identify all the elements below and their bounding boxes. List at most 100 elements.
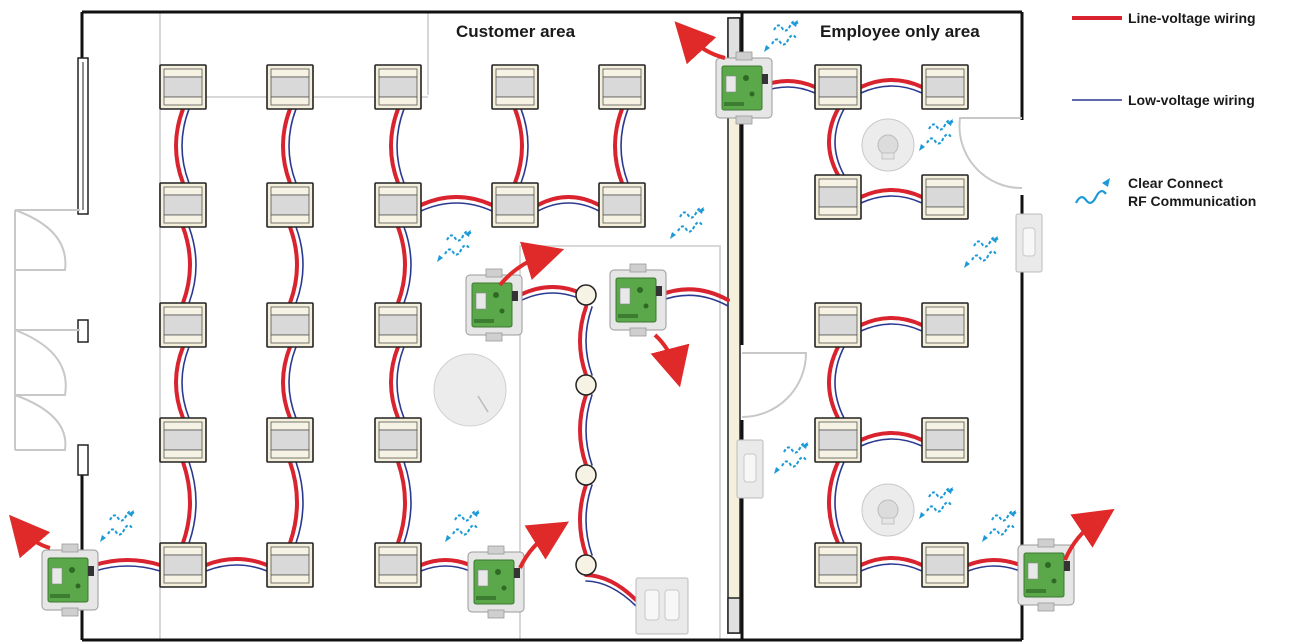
- rf-signal-icon: [444, 509, 480, 543]
- light-fixture-icon: [374, 182, 422, 228]
- rf-signal-icon: [669, 206, 705, 240]
- low-voltage-wire: [834, 108, 845, 176]
- wall-switch-icon: [736, 439, 764, 499]
- wireless-power-module-icon: [715, 51, 773, 125]
- light-fixture-icon: [814, 174, 862, 220]
- low-voltage-wire: [94, 565, 161, 572]
- line-voltage-wire: [174, 107, 185, 185]
- rf-signal-icon: [981, 509, 1017, 543]
- low-voltage-wire: [834, 461, 845, 544]
- line-voltage-wire: [578, 483, 588, 557]
- line-voltage-wire: [859, 316, 924, 327]
- low-voltage-wire: [860, 195, 923, 204]
- line-voltage-wire: [536, 195, 601, 207]
- light-fixture-icon: [921, 417, 969, 463]
- downlight-icon: [575, 554, 597, 576]
- door-swings: [741, 117, 1023, 418]
- light-fixture-icon: [598, 182, 646, 228]
- low-voltage-wire: [288, 108, 297, 184]
- low-voltage-wire: [181, 108, 190, 184]
- rf-signal-icon: [773, 441, 809, 475]
- legend-rf-label-line2: RF Communication: [1128, 193, 1256, 209]
- wiring-layer: [93, 78, 1022, 607]
- line-voltage-wire: [181, 225, 192, 305]
- storefront-entrance: [14, 57, 89, 476]
- light-fixture-icon: [921, 542, 969, 588]
- light-fixture-icon: [266, 64, 314, 110]
- legend-line-voltage-label: Line-voltage wiring: [1128, 10, 1256, 26]
- low-voltage-wire: [585, 580, 637, 607]
- wireless-power-module-icon: [465, 268, 523, 342]
- ceiling-sensor: [433, 353, 507, 427]
- line-voltage-wire: [827, 345, 840, 420]
- light-fixture-icon: [266, 542, 314, 588]
- light-fixture-icon: [921, 302, 969, 348]
- line-voltage-wire: [288, 460, 299, 545]
- line-voltage-wire: [396, 460, 407, 545]
- low-voltage-wire: [396, 108, 405, 184]
- light-fixture-icon: [374, 417, 422, 463]
- rf-signal-icon: [918, 118, 954, 152]
- light-fixture-icon: [266, 302, 314, 348]
- light-fixture-icon: [491, 64, 539, 110]
- low-voltage-wire: [420, 202, 493, 212]
- wall-switch-icon: [635, 577, 689, 635]
- line-voltage-wire: [389, 345, 400, 420]
- downlights-layer: [575, 284, 597, 576]
- customer-area-label: Customer area: [456, 22, 576, 41]
- line-voltage-wire: [613, 107, 624, 185]
- direction-arrow: [674, 21, 726, 65]
- low-voltage-wire: [860, 438, 923, 447]
- wireless-power-module-icon: [609, 263, 667, 337]
- line-voltage-wire: [584, 573, 638, 602]
- line-voltage-wire: [204, 557, 269, 567]
- low-voltage-wire: [967, 565, 1021, 572]
- line-voltage-wire: [859, 431, 924, 442]
- low-voltage-wire: [585, 306, 593, 376]
- direction-arrow: [498, 241, 565, 287]
- light-fixture-icon: [814, 417, 862, 463]
- light-fixture-icon: [374, 542, 422, 588]
- line-voltage-wire: [396, 225, 407, 305]
- low-voltage-wire: [295, 226, 304, 304]
- light-fixture-icon: [814, 64, 862, 110]
- rf-signal-icon: [99, 509, 135, 543]
- light-fixture-icon: [598, 64, 646, 110]
- light-fixture-icon: [814, 302, 862, 348]
- direction-arrow: [518, 521, 570, 569]
- low-voltage-wire: [834, 346, 845, 419]
- line-voltage-wire: [181, 460, 192, 545]
- line-voltage-wire: [93, 558, 162, 567]
- rf-signal-icon: [763, 19, 799, 53]
- downlight-icon: [575, 464, 597, 486]
- line-voltage-wire: [578, 393, 588, 467]
- light-fixture-icon: [921, 174, 969, 220]
- downlight-icon: [575, 374, 597, 396]
- low-voltage-wire: [585, 394, 593, 466]
- low-voltage-wire: [181, 346, 190, 419]
- rf-signal-icon: [436, 229, 472, 263]
- line-voltage-wire: [827, 460, 840, 545]
- direction-arrow: [650, 333, 690, 388]
- light-fixture-icon: [491, 182, 539, 228]
- occupancy-sensor-icon: [861, 118, 915, 172]
- low-voltage-wire: [205, 564, 268, 572]
- line-voltage-wire: [389, 107, 400, 185]
- line-voltage-wire: [859, 188, 924, 199]
- wireless-power-module-icon: [467, 545, 525, 619]
- low-voltage-wire: [396, 346, 405, 419]
- low-voltage-wire: [860, 563, 923, 572]
- light-fixture-icon: [159, 542, 207, 588]
- line-voltage-wire: [827, 107, 840, 177]
- low-voltage-wire: [585, 484, 593, 556]
- line-voltage-wire: [513, 107, 524, 185]
- building-walls: [80, 10, 1024, 642]
- wireless-power-module-icon: [41, 543, 99, 617]
- line-voltage-wire: [859, 78, 924, 89]
- rf-signal-icon: [963, 235, 999, 269]
- low-voltage-wire: [537, 202, 600, 212]
- line-voltage-wire: [174, 345, 185, 420]
- rf-layer: [99, 19, 1017, 543]
- occupancy-sensor-icon: [861, 483, 915, 537]
